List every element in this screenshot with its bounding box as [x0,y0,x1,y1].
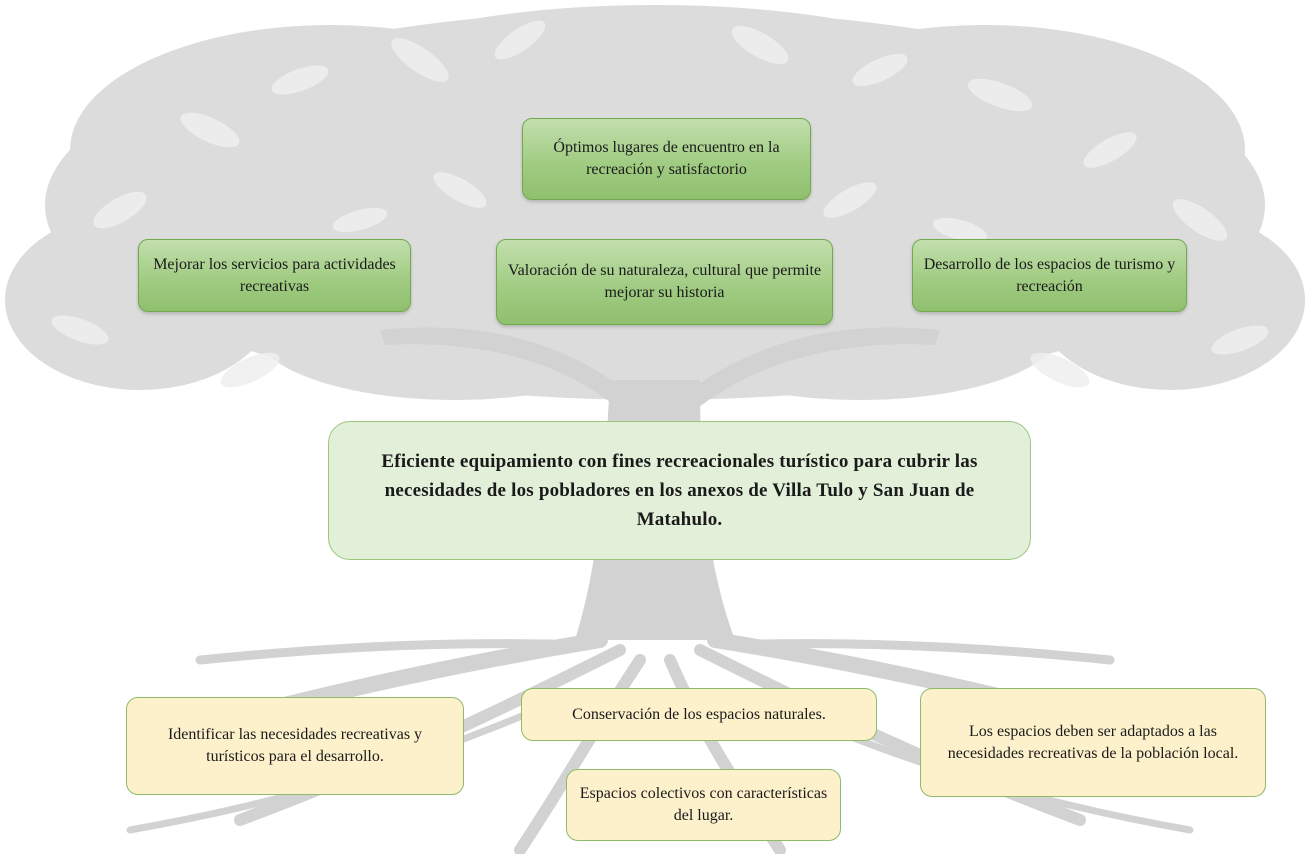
cause-box-middle-top: Conservación de los espacios naturales. [521,688,877,741]
cause-text: Los espacios deben ser adaptados a las n… [947,722,1239,762]
cause-box-left: Identificar las necesidades recreativas … [126,697,464,795]
effect-box-top: Óptimos lugares de encuentro en la recre… [522,118,811,200]
effect-text: Mejorar los servicios para actividades r… [153,255,396,295]
central-box: Eficiente equipamiento con fines recreac… [328,421,1031,560]
effect-text: Desarrollo de los espacios de turismo y … [923,255,1176,295]
effect-box-left: Mejorar los servicios para actividades r… [138,239,411,312]
effect-box-right: Desarrollo de los espacios de turismo y … [912,239,1187,312]
cause-text: Espacios colectivos con características … [579,785,828,824]
cause-text: Conservación de los espacios naturales. [572,705,826,723]
effect-text: Óptimos lugares de encuentro en la recre… [553,139,780,178]
leaf-texture [51,20,1269,388]
cause-box-right: Los espacios deben ser adaptados a las n… [920,688,1266,797]
effect-text: Valoración de su naturaleza, cultural qu… [507,262,822,301]
effect-box-middle: Valoración de su naturaleza, cultural qu… [496,239,833,325]
cause-text: Identificar las necesidades recreativas … [167,726,423,765]
central-text: Eficiente equipamiento con fines recreac… [381,451,978,530]
cause-box-middle-bottom: Espacios colectivos con características … [566,769,841,841]
tree-canopy [5,5,1305,400]
